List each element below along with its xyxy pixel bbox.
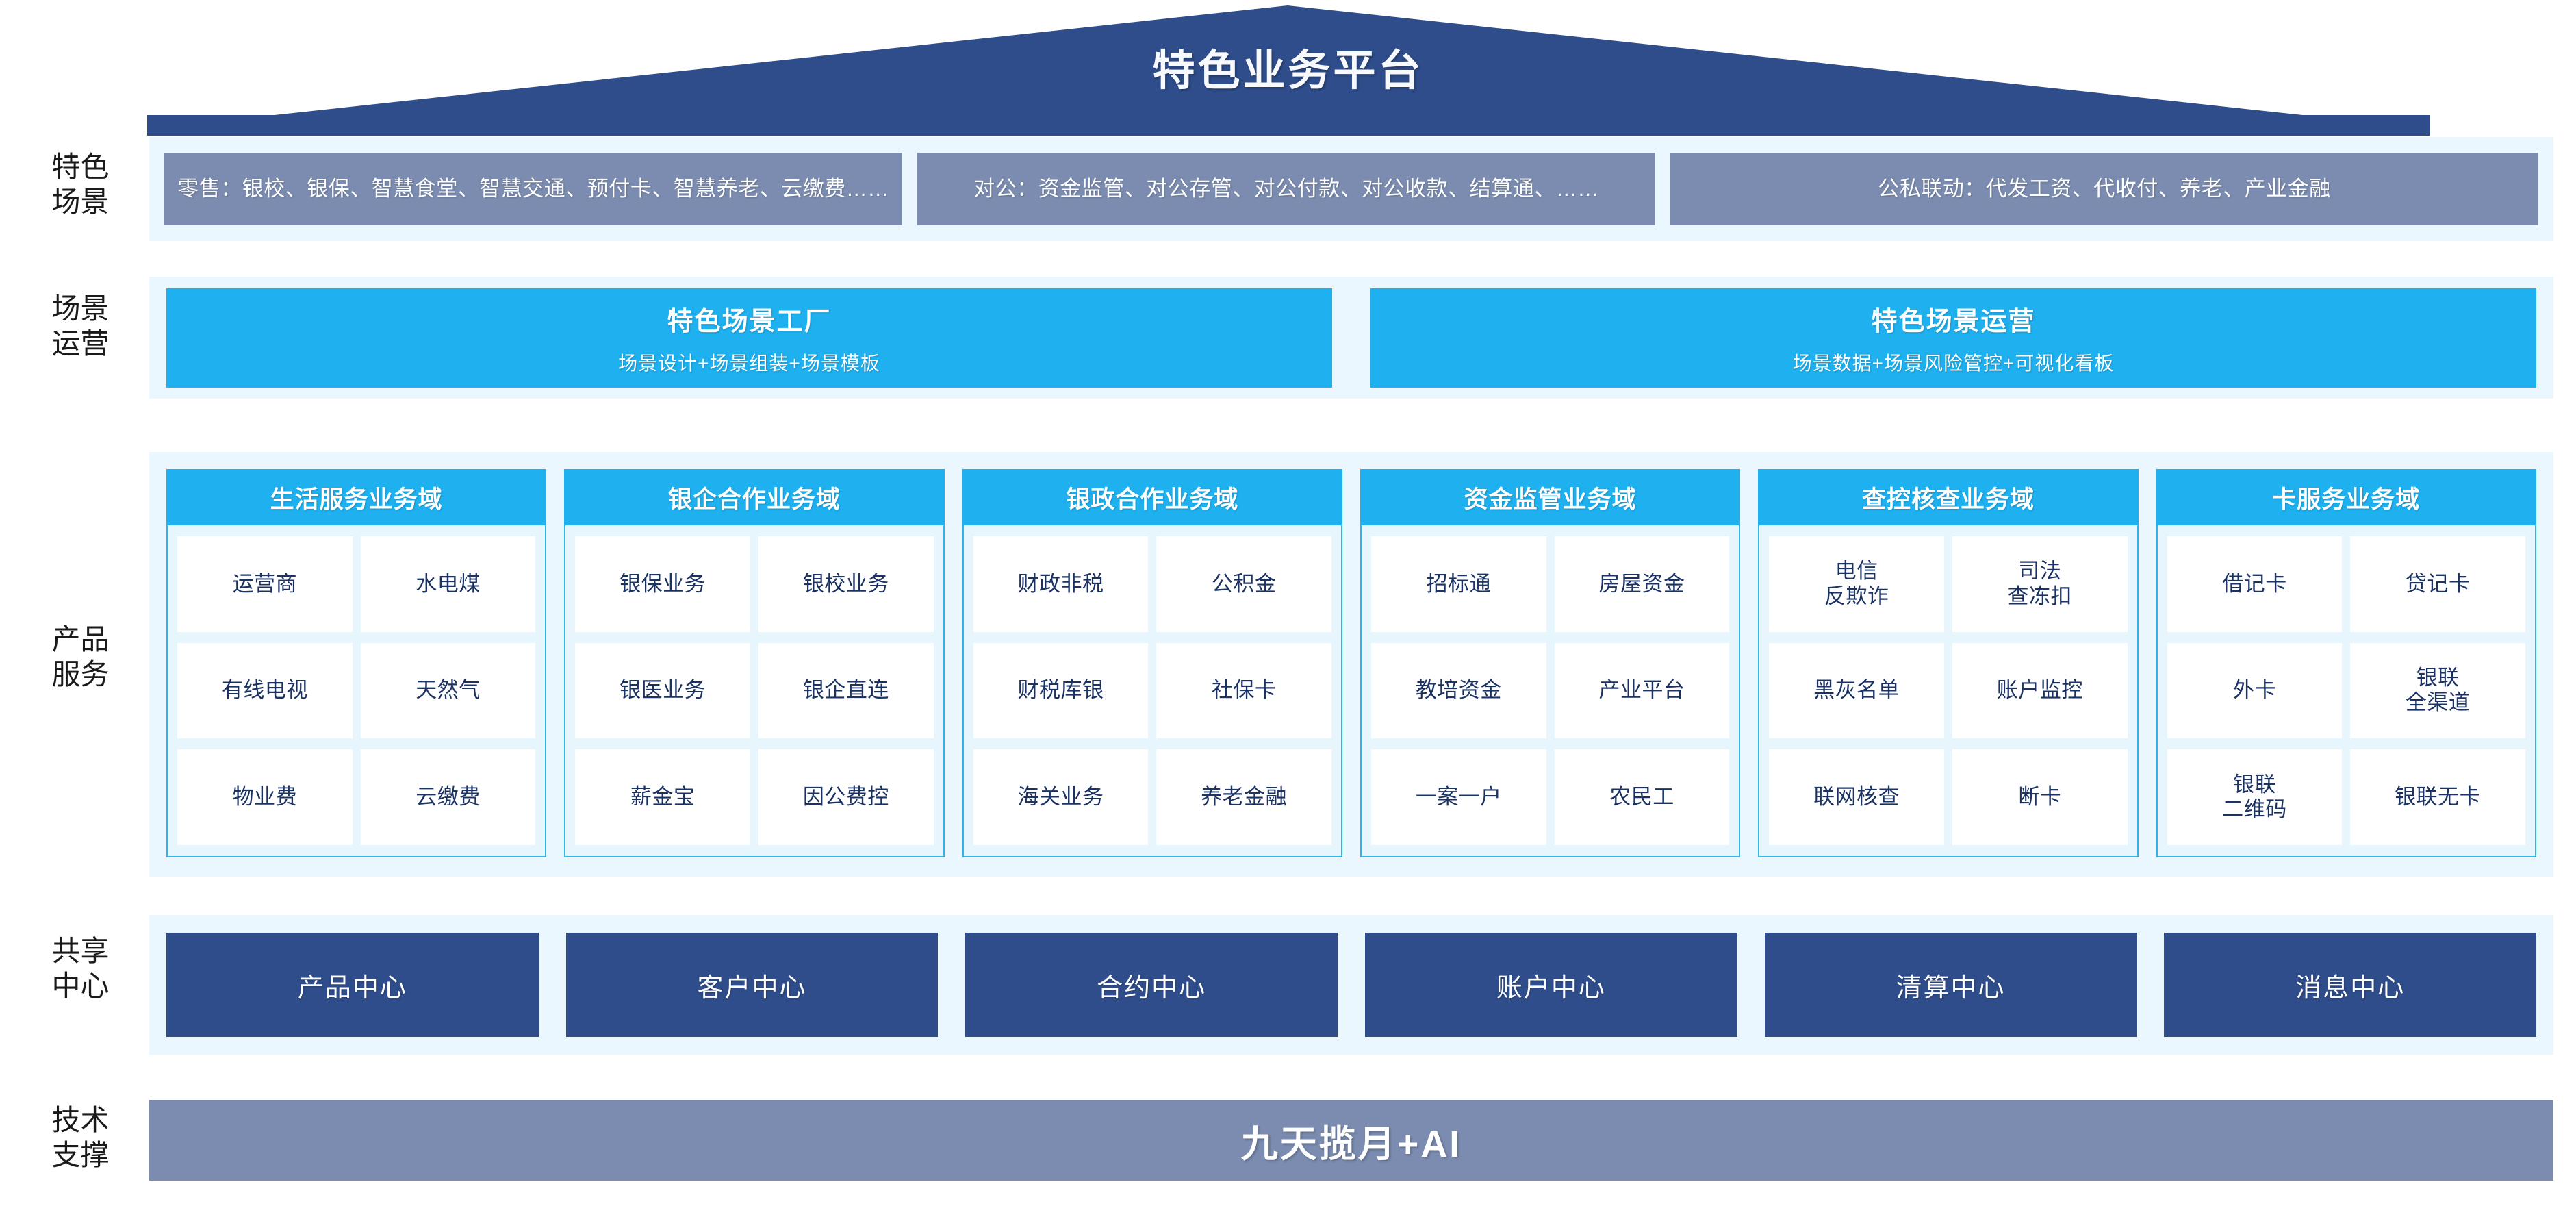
domain-title[interactable]: 资金监管业务域 [1360,469,1741,525]
platform-header: 特色业务平台 [0,0,2576,140]
domain-column-bank-government: 银政合作业务域 财政非税 公积金 财税库银 社保卡 海关业务 养老金融 [962,469,1342,857]
domain-title[interactable]: 卡服务业务域 [2156,469,2536,525]
rail-label-scene: 特色场景 [51,151,110,218]
domain-cell[interactable]: 银联无卡 [2350,749,2525,845]
scene-operations-row: 特色场景工厂 场景设计+场景组装+场景模板 特色场景运营 场景数据+场景风险管控… [149,277,2553,399]
scene-row: 零售：银校、银保、智慧食堂、智慧交通、预付卡、智慧养老、云缴费…… 对公：资金监… [149,137,2553,241]
domain-cell[interactable]: 产业平台 [1554,642,1730,739]
ops-subtitle: 场景设计+场景组装+场景模板 [618,352,880,374]
domain-cell[interactable]: 水电煤 [360,536,536,632]
rail-label-shared: 共享中心 [51,935,110,1003]
shared-center-account[interactable]: 账户中心 [1365,933,1737,1037]
domain-cell[interactable]: 借记卡 [2167,536,2343,632]
shared-center-contract[interactable]: 合约中心 [965,933,1338,1037]
domain-cell[interactable]: 银医业务 [575,642,750,739]
shared-center-clearing[interactable]: 清算中心 [1764,933,2137,1037]
domain-cell[interactable]: 运营商 [177,536,353,632]
domain-cell-grid: 电信反欺诈 司法查冻扣 黑灰名单 账户监控 联网核查 断卡 [1758,525,2139,857]
ops-box-scene-factory[interactable]: 特色场景工厂 场景设计+场景组装+场景模板 [166,288,1332,388]
domain-cell[interactable]: 司法查冻扣 [1952,536,2128,632]
domain-cell[interactable]: 农民工 [1554,749,1730,845]
domain-cell[interactable]: 养老金融 [1156,749,1331,845]
domain-cell[interactable]: 因公费控 [758,749,934,845]
domain-column-bank-enterprise: 银企合作业务域 银保业务 银校业务 银医业务 银企直连 薪金宝 因公费控 [564,469,945,857]
page-title: 特色业务平台 [1152,47,1424,95]
roof-shape-icon [147,5,2430,136]
domain-cell[interactable]: 贷记卡 [2350,536,2525,632]
domain-cell-grid: 财政非税 公积金 财税库银 社保卡 海关业务 养老金融 [962,525,1342,857]
domain-cell[interactable]: 外卡 [2167,642,2343,739]
domain-column-fund-supervision: 资金监管业务域 招标通 房屋资金 教培资金 产业平台 一案一户 农民工 [1360,469,1741,857]
ops-subtitle: 场景数据+场景风险管控+可视化看板 [1792,352,2115,374]
shared-center-product[interactable]: 产品中心 [166,933,539,1037]
domain-cell-grid: 银保业务 银校业务 银医业务 银企直连 薪金宝 因公费控 [564,525,945,857]
domain-cell[interactable]: 云缴费 [360,749,536,845]
scene-box-retail[interactable]: 零售：银校、银保、智慧食堂、智慧交通、预付卡、智慧养老、云缴费…… [164,153,902,225]
ops-box-scene-operation[interactable]: 特色场景运营 场景数据+场景风险管控+可视化看板 [1370,288,2536,388]
domain-column-investigation-control: 查控核查业务域 电信反欺诈 司法查冻扣 黑灰名单 账户监控 联网核查 断卡 [1758,469,2139,857]
domain-cell[interactable]: 社保卡 [1156,642,1331,739]
domain-cell[interactable]: 银联全渠道 [2350,642,2525,739]
rail-label-product: 产品服务 [51,623,110,691]
tech-support-title: 九天揽月+AI [1240,1123,1462,1165]
domain-title[interactable]: 银企合作业务域 [564,469,945,525]
domain-cell[interactable]: 黑灰名单 [1769,642,1944,739]
domain-cell[interactable]: 招标通 [1370,536,1546,632]
domain-cell[interactable]: 银保业务 [575,536,750,632]
shared-center-message[interactable]: 消息中心 [2164,933,2537,1037]
domain-cell[interactable]: 银校业务 [758,536,934,632]
domain-cell[interactable]: 财政非税 [973,536,1149,632]
domain-cell-grid: 借记卡 贷记卡 外卡 银联全渠道 银联二维码 银联无卡 [2156,525,2536,857]
domain-cell[interactable]: 银企直连 [758,642,934,739]
shared-center-customer[interactable]: 客户中心 [565,933,939,1037]
domain-cell[interactable]: 一案一户 [1370,749,1546,845]
ops-title: 特色场景工厂 [667,307,832,336]
product-services-row: 生活服务业务域 运营商 水电煤 有线电视 天然气 物业费 云缴费 银企合作业务域… [149,452,2553,877]
domain-cell[interactable]: 教培资金 [1370,642,1546,739]
domain-column-life-service: 生活服务业务域 运营商 水电煤 有线电视 天然气 物业费 云缴费 [166,469,547,857]
domain-cell[interactable]: 断卡 [1952,749,2128,845]
scene-box-corporate[interactable]: 对公：资金监管、对公存管、对公付款、对公收款、结算通、…… [917,153,1655,225]
domain-cell[interactable]: 房屋资金 [1554,536,1730,632]
domain-cell[interactable]: 有线电视 [177,642,353,739]
rail-label-ops: 场景运营 [51,292,110,360]
domain-cell[interactable]: 财税库银 [973,642,1149,739]
domain-cell[interactable]: 电信反欺诈 [1769,536,1944,632]
tech-support-row: 九天揽月+AI [149,1100,2553,1181]
domain-title[interactable]: 银政合作业务域 [962,469,1342,525]
ops-title: 特色场景运营 [1871,307,2036,336]
domain-cell[interactable]: 物业费 [177,749,353,845]
domain-cell[interactable]: 联网核查 [1769,749,1944,845]
domain-title[interactable]: 生活服务业务域 [166,469,547,525]
rail-label-tech: 技术支撑 [51,1104,110,1172]
domain-cell[interactable]: 海关业务 [973,749,1149,845]
domain-cell[interactable]: 薪金宝 [575,749,750,845]
domain-title[interactable]: 查控核查业务域 [1758,469,2139,525]
domain-column-card-service: 卡服务业务域 借记卡 贷记卡 外卡 银联全渠道 银联二维码 银联无卡 [2156,469,2536,857]
domain-cell[interactable]: 银联二维码 [2167,749,2343,845]
domain-cell[interactable]: 天然气 [360,642,536,739]
domain-cell[interactable]: 公积金 [1156,536,1331,632]
scene-box-linkage[interactable]: 公私联动：代发工资、代收付、养老、产业金融 [1670,153,2538,225]
domain-cell[interactable]: 账户监控 [1952,642,2128,739]
domain-cell-grid: 招标通 房屋资金 教培资金 产业平台 一案一户 农民工 [1360,525,1741,857]
domain-cell-grid: 运营商 水电煤 有线电视 天然气 物业费 云缴费 [166,525,547,857]
shared-centers-row: 产品中心 客户中心 合约中心 账户中心 清算中心 消息中心 [149,915,2553,1055]
